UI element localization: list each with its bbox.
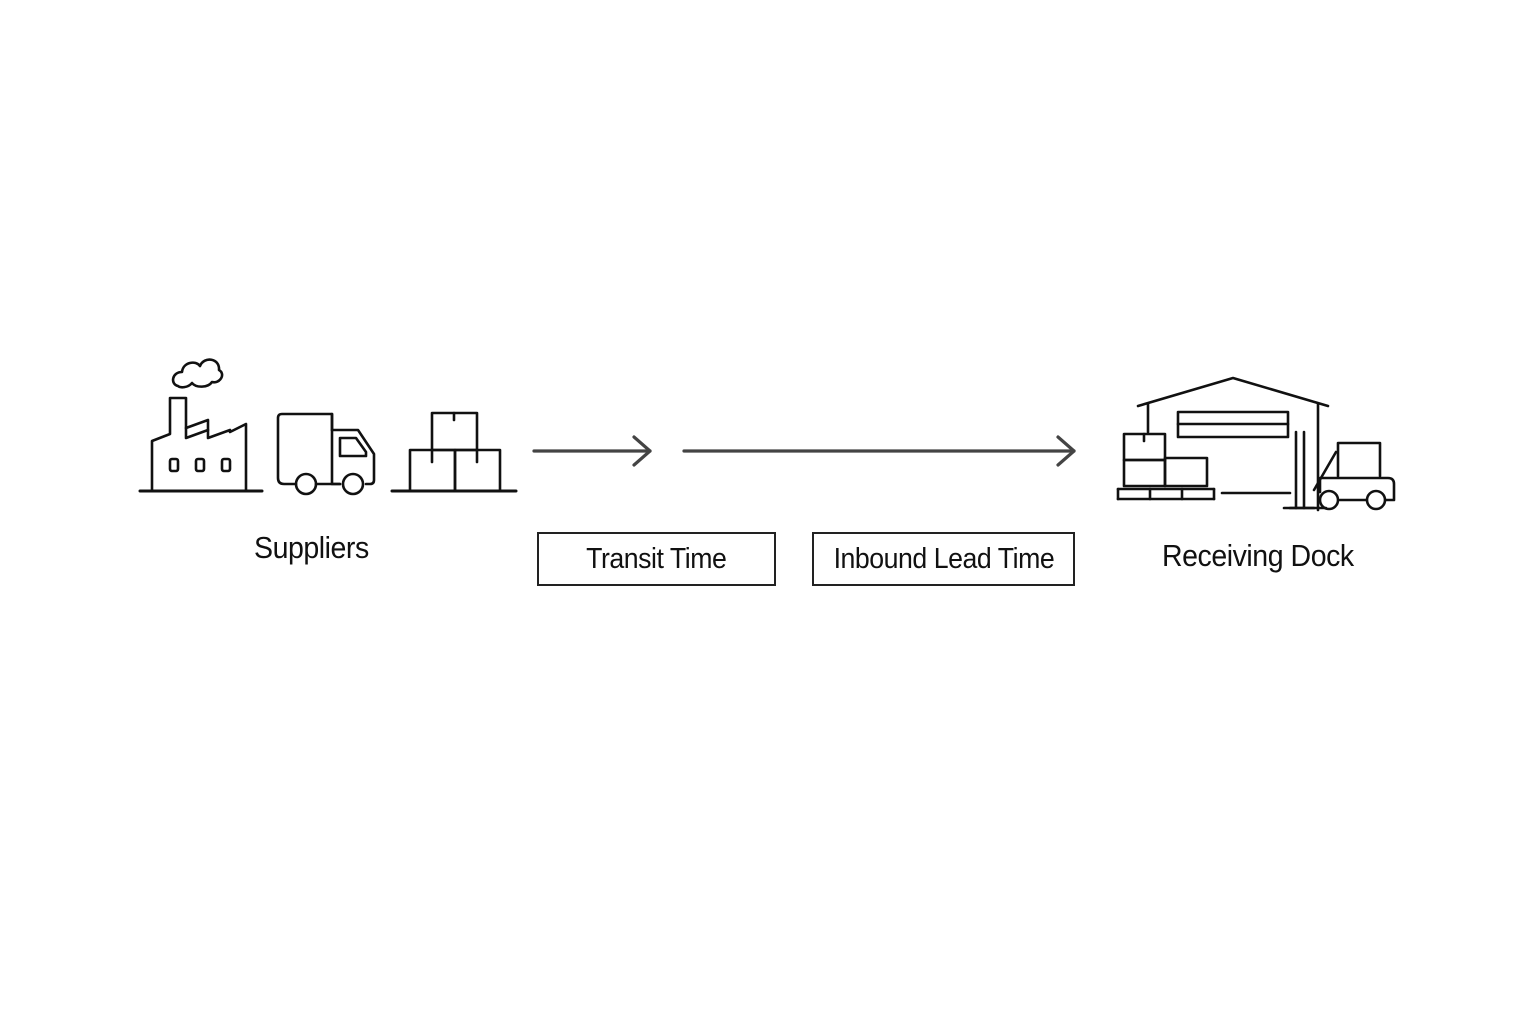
inbound-lead-time-box: Inbound Lead Time <box>812 532 1075 586</box>
destination-label: Receiving Dock <box>1162 538 1354 573</box>
pallet-icon <box>1116 432 1216 501</box>
source-label: Suppliers <box>254 530 369 565</box>
boxes-icon <box>390 411 518 493</box>
transit-time-label: Transit Time <box>586 542 727 575</box>
arrow-short <box>532 435 652 467</box>
arrow-long <box>682 435 1076 467</box>
forklift-icon <box>1288 430 1396 511</box>
factory-icon <box>138 358 264 493</box>
transit-time-box: Transit Time <box>537 532 776 586</box>
truck-icon <box>276 412 376 496</box>
inbound-lead-time-label: Inbound Lead Time <box>833 542 1054 575</box>
